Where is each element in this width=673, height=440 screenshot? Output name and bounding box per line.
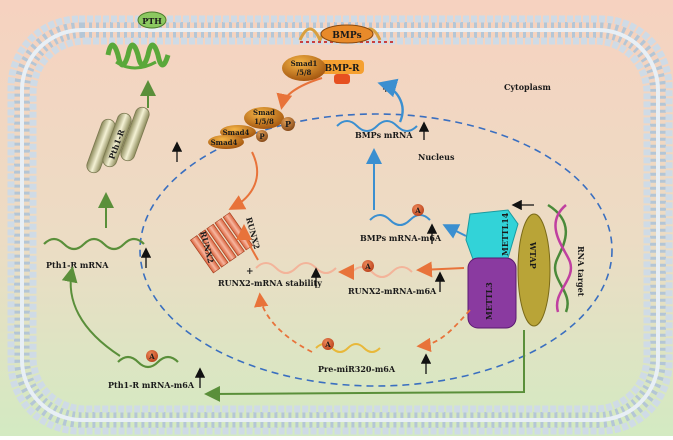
pth-receptor-icon — [105, 11, 171, 70]
arrow-m6a-to-pth1r-mrna — [61, 266, 121, 357]
arrow-stability-to-runx2 — [236, 224, 259, 261]
arrow-mettl3-to-premir — [416, 309, 471, 353]
pth-label: PTH — [142, 16, 162, 26]
arrow-bmps-mrna-to-receptor — [377, 78, 404, 123]
bmp-r-label: BMP-R — [324, 64, 360, 74]
smad158-node — [244, 107, 284, 129]
nucleus-label: Nucleus — [418, 152, 455, 162]
phospho-1 — [281, 117, 295, 131]
pth1-r-m6a-a: A — [148, 352, 155, 361]
pre-mir-label: Pre-miR320-m6A — [318, 364, 396, 374]
smad1-label-line2: /5/8 — [297, 68, 312, 77]
arrow-premir-to-stability — [254, 292, 313, 353]
arrow-mettl3-to-pth1r-m6a — [204, 330, 525, 402]
bmps-ligand — [320, 24, 374, 44]
p2-label: P — [259, 132, 265, 141]
smad1-label-line1: Smad1 — [291, 59, 318, 68]
mettl3-label: METTL3 — [484, 282, 494, 320]
runx2-m6a-mark — [362, 260, 374, 272]
pre-mir-a: A — [324, 340, 331, 349]
pth1-r-receptor-icon — [86, 106, 150, 174]
smad4-node-b — [208, 135, 244, 149]
arrow-mettl3-to-runx2m6a — [416, 261, 465, 278]
bmps-mrna-m6a-label: BMPs mRNA-m6A — [360, 233, 442, 243]
mettl-complex — [465, 209, 551, 329]
runx2-m6a-a: A — [364, 262, 371, 271]
bmps-m6a-a: A — [414, 206, 421, 215]
cytoplasm-label: Cytoplasm — [504, 82, 551, 92]
pth1-r-mrna-strand — [43, 237, 145, 251]
rna-target-helix — [547, 203, 573, 313]
runx2-m6a-label: RUNX2-mRNA-m6A — [348, 286, 437, 296]
smad158-line2: 1/5/8 — [254, 117, 274, 126]
plus-runx2-label: + — [246, 267, 254, 277]
arrow-mettl14-to-bmps-m6a — [442, 224, 467, 239]
smad158-line1: Smad — [253, 108, 275, 117]
pth1-r-mrna-label: Pth1-R mRNA — [46, 260, 109, 270]
pth1-r-m6a-label: Pth1-R mRNA-m6A — [108, 380, 195, 390]
nucleus-envelope — [139, 113, 613, 387]
runx2-stability-label: RUNX2-mRNA stability — [218, 278, 322, 288]
runx2-stability-strand — [255, 262, 337, 274]
bmps-mrna-strand — [336, 120, 418, 132]
wtap-label: WTAP — [528, 241, 538, 269]
arrow-bmpr-to-smad — [276, 77, 323, 110]
smad1-receptor-node — [282, 55, 326, 81]
bmps-mrna-label: BMPs mRNA — [355, 130, 413, 140]
p1-label: P — [285, 119, 291, 129]
pre-mir-m6a-mark — [322, 338, 334, 350]
mettl14-label: METTL14 — [500, 212, 510, 256]
smad4b-label: Smad4 — [211, 138, 238, 147]
pth1-r-m6a-mark — [146, 350, 158, 362]
arrow-smad-to-runx2 — [228, 151, 259, 210]
runx2-m6a-strand — [351, 266, 413, 278]
smad4a-label: Smad4 — [223, 128, 250, 137]
phospho-2 — [256, 130, 268, 142]
bmps-m6a-mark — [412, 204, 424, 216]
bmps-label: BMPs — [332, 31, 361, 41]
pth1-r-m6a-strand — [117, 355, 179, 369]
rna-target-label: RNA target — [576, 246, 586, 297]
